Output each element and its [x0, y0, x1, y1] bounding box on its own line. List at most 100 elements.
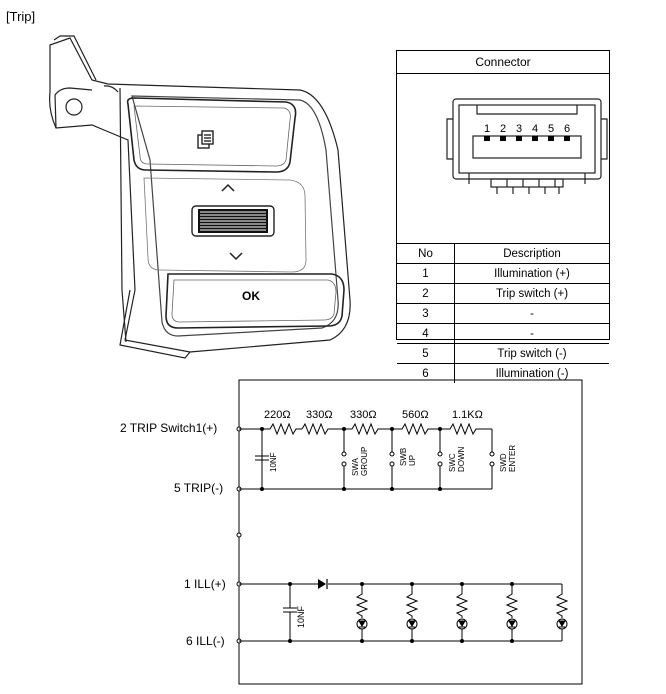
resistor-330-b: [344, 422, 392, 436]
switch-contact: [437, 461, 443, 467]
junction-dot: [460, 582, 464, 586]
junction-dot: [360, 582, 364, 586]
pin-number-label: 4: [532, 123, 538, 135]
junction-dot: [510, 582, 514, 586]
junction-dot: [260, 487, 264, 491]
diode-icon: [318, 579, 328, 589]
switch-label-line2: ENTER: [508, 445, 517, 472]
switch-label-line1: SWC: [448, 453, 457, 472]
switch-label-line2: DOWN: [457, 446, 466, 472]
junction-dot: [288, 582, 292, 586]
junction-dot: [438, 487, 442, 491]
pin-no: 1: [397, 263, 455, 284]
chevron-down-icon: [229, 252, 243, 261]
switch-contact: [489, 451, 495, 457]
pin-number-label: 5: [548, 123, 554, 135]
table-row: 3-: [397, 303, 609, 324]
pin-terminal: [500, 136, 506, 141]
resistor-label: 1.1KΩ: [452, 409, 483, 421]
terminal-label-trip-switch: 2 TRIP Switch1(+): [120, 421, 217, 435]
resistor-label: 560Ω: [402, 409, 429, 421]
switch-contact: [341, 461, 347, 467]
switch-contact: [389, 451, 395, 457]
junction-dot: [410, 639, 414, 643]
switch-contact: [389, 461, 395, 467]
pin-no: 3: [397, 303, 455, 324]
pin-terminal: [532, 136, 538, 141]
switch-contact: [341, 451, 347, 457]
resistor-220: [262, 422, 302, 436]
junction-dot: [438, 427, 442, 431]
junction-dot: [260, 427, 264, 431]
junction-dot: [342, 487, 346, 491]
resistor-label: 220Ω: [264, 409, 291, 421]
pin-description: Illumination (-): [454, 363, 609, 383]
led-branch: [555, 584, 569, 641]
pin-terminal: [484, 136, 490, 141]
pin-terminal: [548, 136, 554, 141]
schematic-frame: [238, 379, 583, 685]
terminal-label-trip-minus: 5 TRIP(-): [174, 481, 223, 495]
switch-label-line1: SWB: [399, 448, 408, 466]
scroll-wheel: [191, 205, 275, 237]
chevron-up-icon: [221, 183, 235, 192]
pin-description: Illumination (+): [454, 263, 609, 284]
pin-description: Trip switch (-): [454, 343, 609, 364]
pin-description: -: [454, 303, 609, 324]
junction-dot: [342, 427, 346, 431]
pin-terminal: [516, 136, 522, 141]
capacitor-label: 10NF: [296, 605, 306, 628]
led-branch: [455, 584, 469, 641]
column-header-description: Description: [454, 243, 609, 264]
pin-no: 5: [397, 343, 455, 364]
switch-label-line2: GROUP: [360, 447, 369, 476]
table-row: 4-: [397, 323, 609, 344]
pin-no: 2: [397, 283, 455, 304]
resistor-560: [392, 422, 440, 436]
pin-number-label: 3: [516, 123, 522, 135]
resistor-label: 330Ω: [306, 409, 333, 421]
pin-number-label: 6: [564, 123, 570, 135]
junction-dot: [288, 639, 292, 643]
resistor-1.1k: [440, 422, 492, 436]
ok-label: OK: [242, 289, 260, 303]
resistor-label: 330Ω: [350, 409, 377, 421]
column-header-no: No: [397, 243, 455, 264]
document-stack-icon: [197, 130, 214, 149]
circuit-schematic: 2 TRIP Switch1(+) 5 TRIP(-) 1 ILL(+) 6 I…: [120, 379, 583, 685]
pin-terminal: [564, 136, 570, 141]
switch-label-line1: SWA: [351, 457, 360, 476]
pin-description: Trip switch (+): [454, 283, 609, 304]
led-branch: [405, 584, 419, 641]
junction-dot: [390, 487, 394, 491]
connector-title: Connector: [397, 51, 609, 74]
terminal-label-ill-plus: 1 ILL(+): [184, 577, 226, 591]
pin-no: 4: [397, 323, 455, 344]
switch-label-line2: UP: [408, 455, 417, 466]
pin-description: -: [454, 323, 609, 344]
pin-number-label: 1: [484, 123, 490, 135]
junction-dot: [510, 639, 514, 643]
led-branch: [505, 584, 519, 641]
led-branch: [355, 584, 369, 641]
switch-contact: [489, 461, 495, 467]
junction-dot: [390, 427, 394, 431]
pin-number-label: 2: [500, 123, 506, 135]
resistor-330-a: [301, 422, 340, 436]
switch-contact: [437, 451, 443, 457]
terminal-label-ill-minus: 6 ILL(-): [186, 634, 225, 648]
capacitor-label: 10NF: [269, 452, 278, 472]
trip-switch-drawing: OK: [49, 35, 351, 359]
junction-dot: [460, 639, 464, 643]
terminal-node: [236, 532, 242, 538]
junction-dot: [410, 582, 414, 586]
switch-label-line1: SWD: [499, 453, 508, 472]
section-title: [Trip]: [6, 9, 36, 24]
